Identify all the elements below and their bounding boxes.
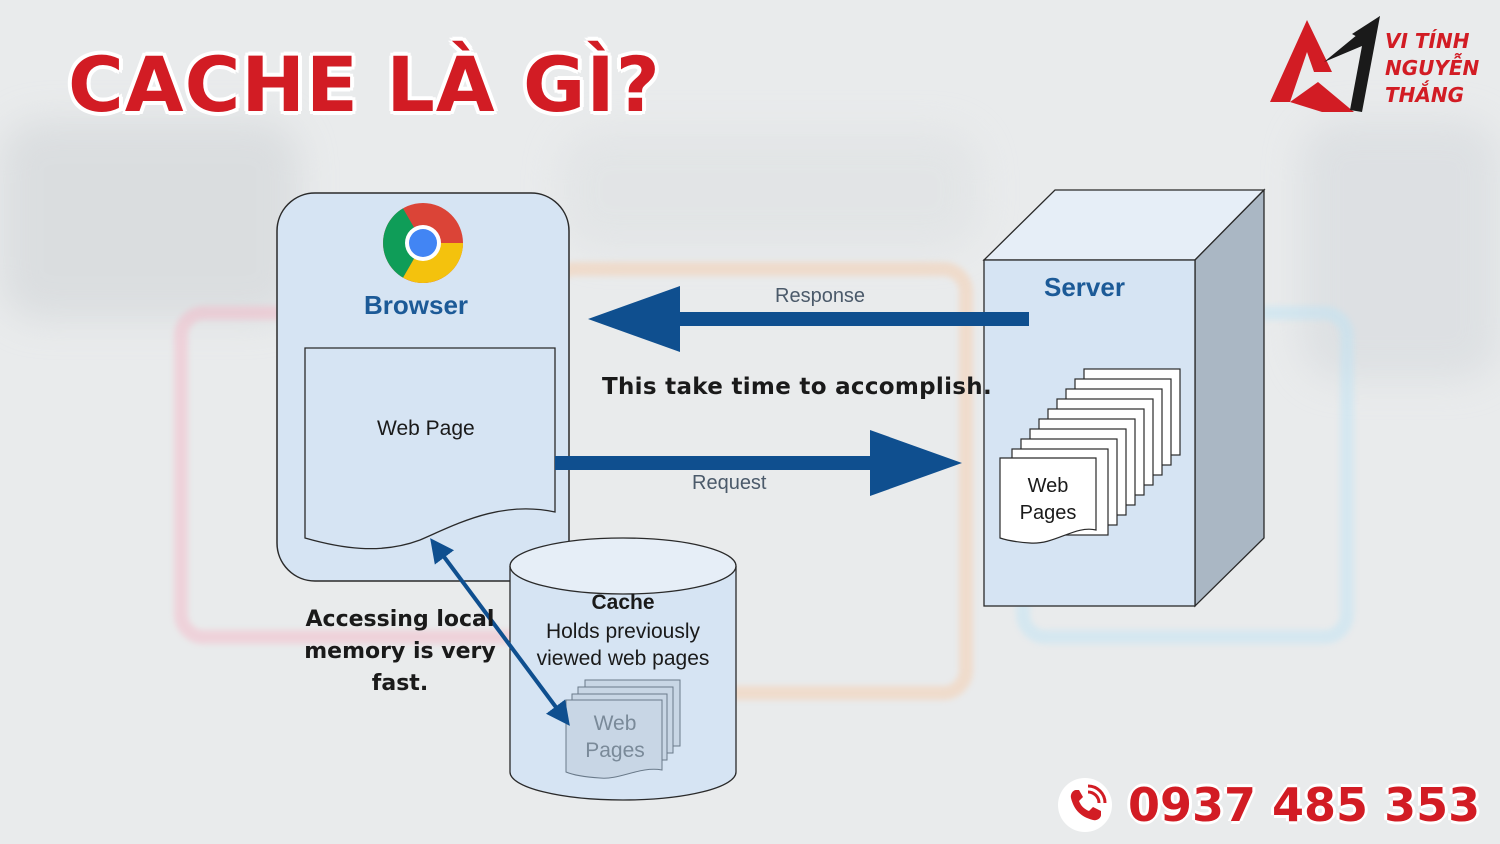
server-pages-stack xyxy=(999,368,1181,544)
request-label: Request xyxy=(692,472,767,494)
brand-logo xyxy=(1270,16,1380,112)
web-page-label: Web Page xyxy=(377,417,475,440)
cache-pages-label: Web Pages xyxy=(585,712,645,762)
cache-title: Cache xyxy=(591,591,655,614)
page-title: CACHE LÀ GÌ? xyxy=(68,40,661,129)
cache-description: Holds previously viewed web pages xyxy=(536,620,710,670)
brand-line-2: NGUYỄN xyxy=(1385,56,1480,80)
web-page-sheet xyxy=(304,347,556,550)
brand-line-3: THẮNG xyxy=(1385,83,1465,107)
local-memory-arrow xyxy=(430,538,570,726)
server-pages-label: Web Pages xyxy=(1019,475,1077,524)
request-arrow xyxy=(555,430,962,496)
response-label: Response xyxy=(775,285,866,307)
browser-label: Browser xyxy=(364,290,469,320)
cache-pages-stack xyxy=(565,679,681,779)
chrome-icon xyxy=(383,203,463,283)
brand-line-1: VI TÍNH xyxy=(1385,29,1470,53)
response-arrow xyxy=(588,286,1029,352)
phone-number[interactable]: 0937 485 353 xyxy=(1128,778,1481,832)
phone-icon[interactable] xyxy=(1058,778,1112,832)
access-note: Accessing local memory is very fast. xyxy=(304,607,496,696)
time-note: This take time to accomplish. xyxy=(602,374,992,400)
brand-name: VI TÍNH NGUYỄN THẮNG xyxy=(1385,28,1479,109)
server-label: Server xyxy=(1044,272,1125,302)
